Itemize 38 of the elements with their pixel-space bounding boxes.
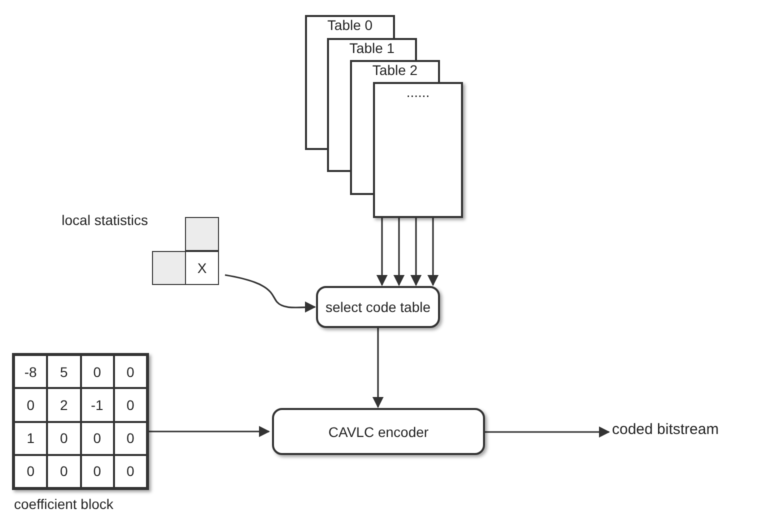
coefficient-grid <box>12 353 149 490</box>
grid-cell: -1 <box>80 388 114 422</box>
grid-cell: 0 <box>14 454 48 488</box>
arrow <box>376 218 388 286</box>
grid-cell: 2 <box>47 388 80 422</box>
grid-cell: 1 <box>14 422 48 455</box>
grid-cell: 5 <box>47 355 80 388</box>
process-box: CAVLC encoder <box>272 408 485 455</box>
arrow <box>410 218 422 286</box>
table-sheet-top <box>350 60 440 82</box>
table-sheet-top <box>327 38 417 60</box>
output-label: coded bitstream <box>612 421 719 443</box>
neighbour-block <box>152 217 219 285</box>
grid-cell: 0 <box>114 355 147 388</box>
grid-cell: 0 <box>80 454 114 488</box>
sheet-title: Table 1 <box>348 40 396 56</box>
arrow <box>427 218 439 286</box>
grid-cell: 0 <box>114 454 147 488</box>
grid-cell: 0 <box>114 388 147 422</box>
sheet-title: Table 0 <box>326 17 374 33</box>
arrow <box>372 328 384 408</box>
arrow <box>224 274 316 313</box>
grid-cell: 0 <box>14 388 48 422</box>
process-box: select code table <box>316 286 440 328</box>
block-title: local statistics <box>62 212 148 228</box>
grid-cell: 0 <box>47 422 80 455</box>
arrow <box>485 426 610 438</box>
current-cell: X <box>185 251 219 285</box>
grid-cell: 0 <box>114 422 147 455</box>
grid-cell: 0 <box>47 454 80 488</box>
grid-cell: -8 <box>14 355 48 388</box>
sheet-title: Table 2 <box>371 62 419 78</box>
arrow <box>393 218 405 286</box>
sheet-title: ...... <box>405 84 431 100</box>
grid-cell: 0 <box>80 355 114 388</box>
block-title: coefficient block <box>14 496 114 512</box>
grid-cell: 0 <box>80 422 114 455</box>
table-sheet-top <box>305 15 395 38</box>
